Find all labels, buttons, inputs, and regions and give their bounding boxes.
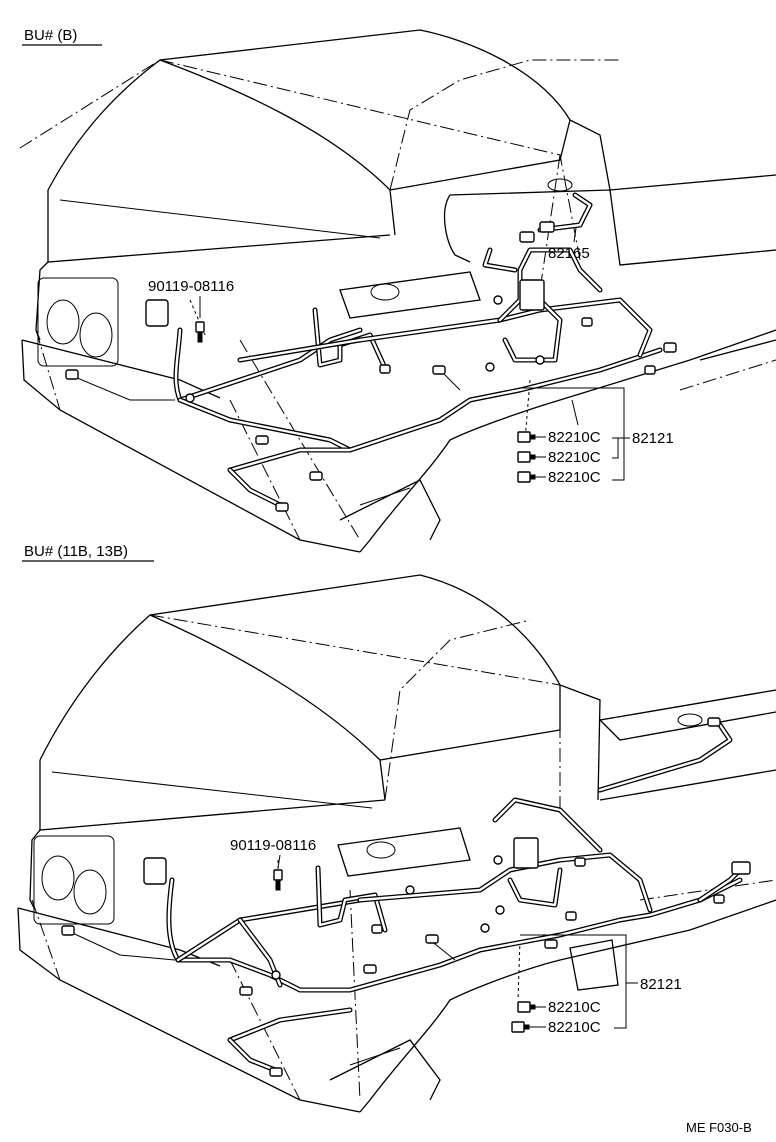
top-connector-label-1: 82210C [548,429,601,446]
bottom-connector-icon-2 [511,1021,546,1033]
bottom-dash-dot-lines [31,614,776,1101]
bottom-connector-label-2: 82210C [548,1019,601,1036]
top-wire-bracket [520,387,625,481]
top-section-header: BU# (B) [24,27,77,44]
top-rear-harness-leader [573,227,577,243]
bottom-connectors [61,717,751,1077]
top-wire-part-label: 82121 [632,430,674,447]
top-screw-part-label: 90119-08116 [148,278,234,295]
top-connector-icon-3 [517,471,546,483]
top-connector-label-2: 82210C [548,449,601,466]
top-connectors [65,221,677,512]
top-connector-bracket [612,437,619,459]
figure-code-label: ME F030-B [686,1120,752,1135]
top-connector-icon-2 [517,451,546,463]
top-truck-cab-outline [21,29,776,553]
bottom-truck-cab-outline [17,574,776,1113]
bottom-section: BU# (11B, 13B) [17,543,776,1113]
bottom-connector-icon-1 [517,1001,546,1013]
top-dash-dot-lines [19,59,776,541]
bottom-wire-part-label: 82121 [640,976,682,993]
top-connector-icon-1 [517,431,546,443]
bottom-section-header: BU# (11B, 13B) [24,543,128,560]
top-callouts: 90119-08116 82165 82121 82210C 82210C [148,227,674,486]
bottom-screw-leader [277,854,281,869]
top-section: BU# (B) [19,27,776,553]
top-connector-label-3: 82210C [548,469,601,486]
top-wire-leader [571,399,579,426]
bottom-callouts: 90119-08116 82121 82210C 82210C [230,837,682,1036]
bottom-wire-bracket [520,934,627,1029]
bottom-wire-harness [65,722,743,1073]
bottom-screw-part-label: 90119-08116 [230,837,316,854]
bottom-connector-label-1: 82210C [548,999,601,1016]
top-rear-harness-part-label: 82165 [548,245,590,262]
